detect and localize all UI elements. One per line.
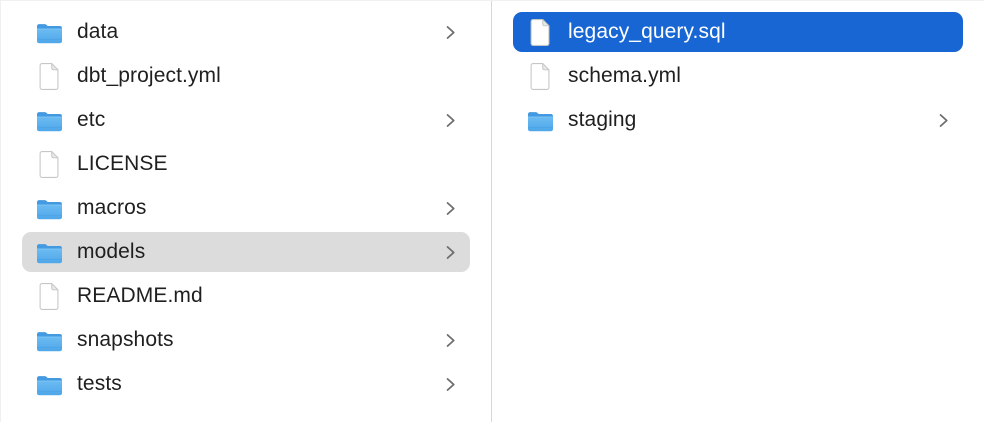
file-row-license[interactable]: LICENSE xyxy=(22,144,470,184)
folder-icon xyxy=(34,325,64,355)
file-icon xyxy=(34,281,64,311)
file-label: README.md xyxy=(77,284,203,307)
file-row-tests[interactable]: tests xyxy=(22,364,470,404)
file-label: macros xyxy=(77,196,147,219)
file-label: staging xyxy=(568,108,637,131)
folder-icon xyxy=(34,193,64,223)
folder-icon xyxy=(34,17,64,47)
file-label: tests xyxy=(77,372,122,395)
file-row-etc[interactable]: etc xyxy=(22,100,470,140)
file-row-snapshots[interactable]: snapshots xyxy=(22,320,470,360)
chevron-right-icon xyxy=(445,376,458,393)
file-icon xyxy=(525,17,555,47)
file-row-legacy-query-sql[interactable]: legacy_query.sql xyxy=(513,12,963,52)
file-column-right[interactable]: legacy_query.sql schema.yml staging xyxy=(492,1,984,422)
file-label: snapshots xyxy=(77,328,174,351)
file-label: legacy_query.sql xyxy=(568,20,726,43)
folder-icon xyxy=(34,237,64,267)
chevron-right-icon xyxy=(938,112,951,129)
file-row-staging[interactable]: staging xyxy=(513,100,963,140)
folder-icon xyxy=(34,105,64,135)
file-label: schema.yml xyxy=(568,64,682,87)
chevron-right-icon xyxy=(445,112,458,129)
file-row-macros[interactable]: macros xyxy=(22,188,470,228)
chevron-right-icon xyxy=(445,24,458,41)
file-icon xyxy=(525,61,555,91)
file-label: etc xyxy=(77,108,106,131)
file-row-readme-md[interactable]: README.md xyxy=(22,276,470,316)
folder-icon xyxy=(34,369,64,399)
file-icon xyxy=(34,61,64,91)
chevron-right-icon xyxy=(445,200,458,217)
file-label: data xyxy=(77,20,119,43)
file-row-dbt-project-yml[interactable]: dbt_project.yml xyxy=(22,56,470,96)
chevron-right-icon xyxy=(445,244,458,261)
file-row-data[interactable]: data xyxy=(22,12,470,52)
file-row-schema-yml[interactable]: schema.yml xyxy=(513,56,963,96)
file-label: LICENSE xyxy=(77,152,168,175)
file-row-models[interactable]: models xyxy=(22,232,470,272)
file-label: models xyxy=(77,240,146,263)
file-label: dbt_project.yml xyxy=(77,64,221,87)
file-icon xyxy=(34,149,64,179)
chevron-right-icon xyxy=(445,332,458,349)
folder-icon xyxy=(525,105,555,135)
